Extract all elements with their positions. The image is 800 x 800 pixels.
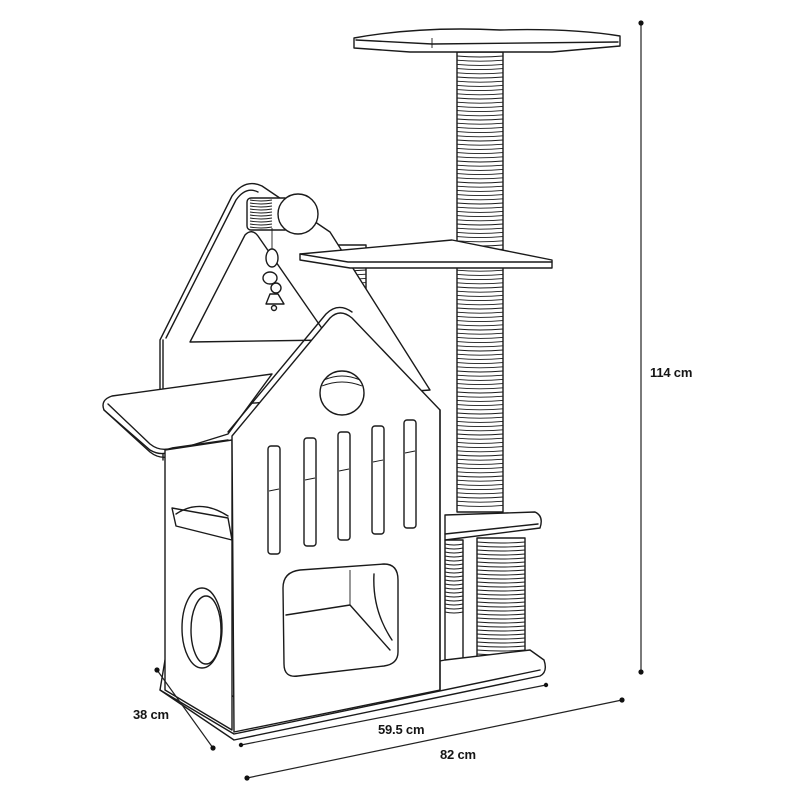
- house-side-panel: [164, 439, 233, 731]
- top-platform: [353, 28, 621, 53]
- side-round-opening: [181, 587, 223, 669]
- toy-spool: [246, 193, 319, 235]
- middle-platform: [299, 239, 553, 269]
- tall-scratching-post: [456, 51, 504, 513]
- porthole-window: [319, 370, 365, 416]
- lower-platform: [444, 511, 542, 541]
- height-dimension-label: 114 cm: [650, 365, 693, 380]
- total-width-dimension-label: 82 cm: [440, 747, 476, 762]
- dimension-lines: [154, 20, 644, 781]
- base-width-dimension-label: 59.5 cm: [378, 722, 425, 737]
- depth-dimension-label: 38 cm: [133, 707, 169, 722]
- house-front-panel: [227, 306, 441, 733]
- lower-scratching-posts: [444, 537, 526, 661]
- front-doorway: [282, 563, 399, 677]
- hanging-toy-with-bell: [262, 228, 285, 312]
- slot-windows: [267, 419, 417, 555]
